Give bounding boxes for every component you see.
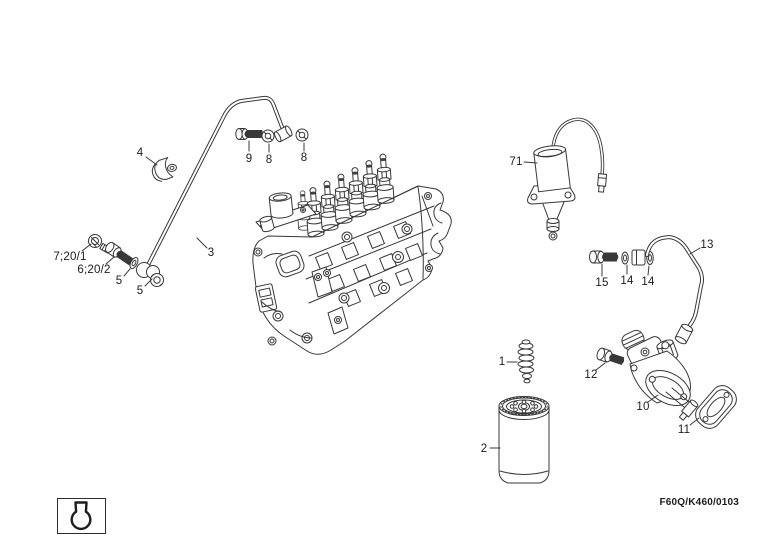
lift-pump-10 <box>621 329 699 421</box>
filter-group <box>498 339 550 484</box>
bolt-6 <box>104 241 134 266</box>
callout-10: 10 <box>636 401 650 413</box>
pump-bulb-icon <box>70 501 92 531</box>
gasket-11 <box>695 385 737 429</box>
supply-pipe-set <box>589 235 705 345</box>
callout-7: 7;20/1 <box>53 251 87 263</box>
callout-71: 71 <box>509 156 523 168</box>
leader-lines <box>81 140 701 449</box>
seal-washer-8b <box>295 128 309 142</box>
return-pipe-assembly <box>88 95 309 287</box>
callout-14a: 14 <box>620 275 634 287</box>
governor-housing <box>254 250 349 339</box>
union-bolt-9 <box>235 128 265 140</box>
port-bosses <box>253 223 413 346</box>
bolt-12 <box>596 347 626 365</box>
fuel-filter-2 <box>498 396 550 484</box>
callout-8b: 8 <box>300 152 308 164</box>
callout-4: 4 <box>136 147 144 159</box>
callout-15: 15 <box>595 277 609 289</box>
seal-washer-8a <box>261 129 275 143</box>
callout-8a: 8 <box>265 154 273 166</box>
callout-3: 3 <box>207 247 215 259</box>
threaded-fitting-1 <box>517 339 535 384</box>
callout-9: 9 <box>245 153 253 165</box>
pump-lever <box>665 387 699 421</box>
callout-6: 6;20/2 <box>77 264 111 276</box>
injection-pump-illustration <box>252 153 452 355</box>
pump-end-head <box>417 186 443 280</box>
callout-5a: 5 <box>115 275 123 287</box>
nut-5b <box>150 273 164 287</box>
callout-13: 13 <box>700 239 714 251</box>
callout-5b: 5 <box>136 285 144 297</box>
fuel-pipe-3 <box>136 95 293 279</box>
callout-11: 11 <box>677 424 691 436</box>
solenoid-stem <box>542 201 565 241</box>
callout-1: 1 <box>498 356 506 368</box>
washer-5a <box>129 256 139 270</box>
pump-flange <box>645 369 691 407</box>
pipe-end-block <box>631 249 646 266</box>
section-icon-box <box>57 498 106 534</box>
fuel-pipe-13 <box>645 235 705 345</box>
callout-12: 12 <box>584 369 598 381</box>
callout-2: 2 <box>480 443 488 455</box>
solenoid-wire <box>551 117 608 193</box>
wire-connector <box>597 173 608 193</box>
pipe-clamp-4 <box>151 157 177 182</box>
washer-14a <box>621 251 629 265</box>
top-plate-and-cap <box>255 192 317 233</box>
solenoid-body <box>533 145 571 193</box>
drawing-code: F60Q/K460/0103 <box>659 497 739 508</box>
banjo-bolt-15 <box>589 250 620 264</box>
lift-pump-group <box>596 329 737 429</box>
callout-14b: 14 <box>641 276 655 288</box>
shutoff-solenoid-71 <box>527 117 608 241</box>
